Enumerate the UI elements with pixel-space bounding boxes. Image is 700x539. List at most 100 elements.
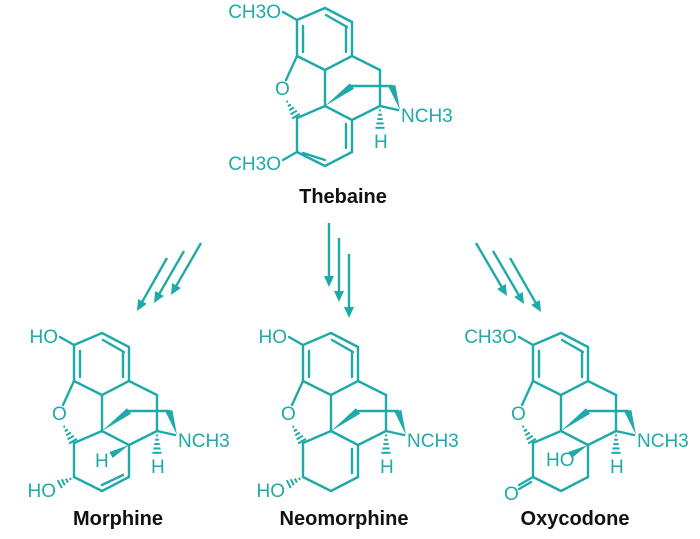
aromatic-inner-bond [324,13,349,29]
substituent-bond [281,10,299,22]
hash-line [291,425,295,428]
arrow-to-morphine-2 [154,250,186,303]
compound-name-thebaine: Thebaine [299,186,387,208]
hashed-bond-c5 [62,425,78,445]
substituent-bond [281,150,299,162]
bond [329,429,360,447]
aromatic-inner-bond [330,338,355,354]
reaction-arrows [137,223,541,318]
arrow-head [531,299,541,312]
hashed-bond-c5 [285,100,301,120]
aromatic-inner-bond [560,338,585,354]
hash-line [67,434,75,441]
morphine-top-hydroxyl-label: HO [29,327,59,348]
arrow-head [137,298,147,311]
oxycodone-h9-label: H [610,457,624,478]
hash-line [524,431,531,437]
bond [323,150,354,168]
oxycodone-bridge-oxygen-label: O [511,404,526,425]
ether-bond [284,54,299,82]
hash-line [521,425,525,428]
bond [127,429,159,447]
morphine-bottom-hydroxyl-label: HO [27,481,57,502]
bond [384,429,406,437]
ether-bond [520,379,535,407]
substituent-bond [58,335,76,347]
bond [295,104,327,120]
hash-line [285,479,292,489]
bond [356,429,388,447]
aromatic-bond [323,6,354,24]
double-bond-inner [301,151,327,162]
aromatic-bond [72,379,104,397]
aromatic-bond [100,379,131,397]
compound-name-oxycodone: Oxycodone [520,508,630,530]
hashed-bond-h9 [381,434,391,454]
aromatic-bond [72,331,104,347]
arrow-shaft [508,257,539,306]
hash-line [523,428,528,433]
thebaine-structure [281,6,400,168]
aromatic-bond [301,331,333,347]
hash-line [291,112,301,120]
hashed-bond-oh [56,477,72,489]
compound-name-morphine: Morphine [73,508,163,530]
oxycodone-c14-hydroxyl-label: HO [546,450,575,471]
bond [559,429,590,447]
aromatic-bond [329,379,360,397]
hash-line [296,434,304,441]
arrow-head [497,283,507,296]
oxycodone-structure [517,331,636,493]
neomorphine-structure [285,331,406,493]
bond [301,429,333,445]
morphine-h14-label: H [95,451,109,472]
ether-bond [61,379,76,407]
thebaine-h9-label: H [374,132,388,153]
arrow-head [171,282,181,295]
hash-line [297,437,307,445]
thebaine-bottom-methoxy-label: CH3O [228,154,281,175]
carbonyl-bond [517,475,535,487]
wedge-bond-nitrogen [165,409,177,435]
neomorphine-bottom-hydroxyl-label: HO [256,481,286,502]
hash-line [290,109,298,116]
arrow-to-neomorphine-1 [324,223,334,287]
aromatic-bond [559,331,590,349]
hash-line [68,437,78,445]
bond [531,429,563,445]
bond [329,475,360,493]
wedge-bond-oh14 [568,445,588,459]
arrow-shaft [139,257,169,305]
aromatic-inner-bond [101,338,126,354]
compound-name-neomorphine: Neomorphine [279,508,409,530]
hash-line [285,100,289,103]
bond [127,379,159,397]
arrow-head [344,307,354,318]
aromatic-bond [295,54,327,72]
oxycodone-amine-label: NCH3 [637,431,689,452]
hash-line [288,106,295,112]
bond [614,429,636,437]
bond [356,379,388,397]
wedge-bond-nitrogen [624,409,636,435]
hash-line [65,431,72,437]
hash-line [69,477,72,481]
carbonyl-bond [517,480,533,491]
bond [531,475,563,493]
hash-line [60,478,66,486]
hash-line [294,431,301,437]
neomorphine-amine-label: NCH3 [407,431,459,452]
thebaine-amine-label: NCH3 [401,106,453,127]
wedge-bond-nitrogen [388,84,400,110]
bond [72,475,104,493]
arrow-to-oxycodone-2 [491,250,524,304]
double-bond-inner [100,473,125,487]
neomorphine-top-hydroxyl-label: HO [258,327,288,348]
bond [323,104,354,122]
arrow-to-oxycodone-3 [508,257,541,312]
aromatic-bond [100,331,131,349]
wedge-bond-bridge [561,408,591,431]
wedge-bond-h14 [109,445,129,459]
bond [350,104,382,122]
